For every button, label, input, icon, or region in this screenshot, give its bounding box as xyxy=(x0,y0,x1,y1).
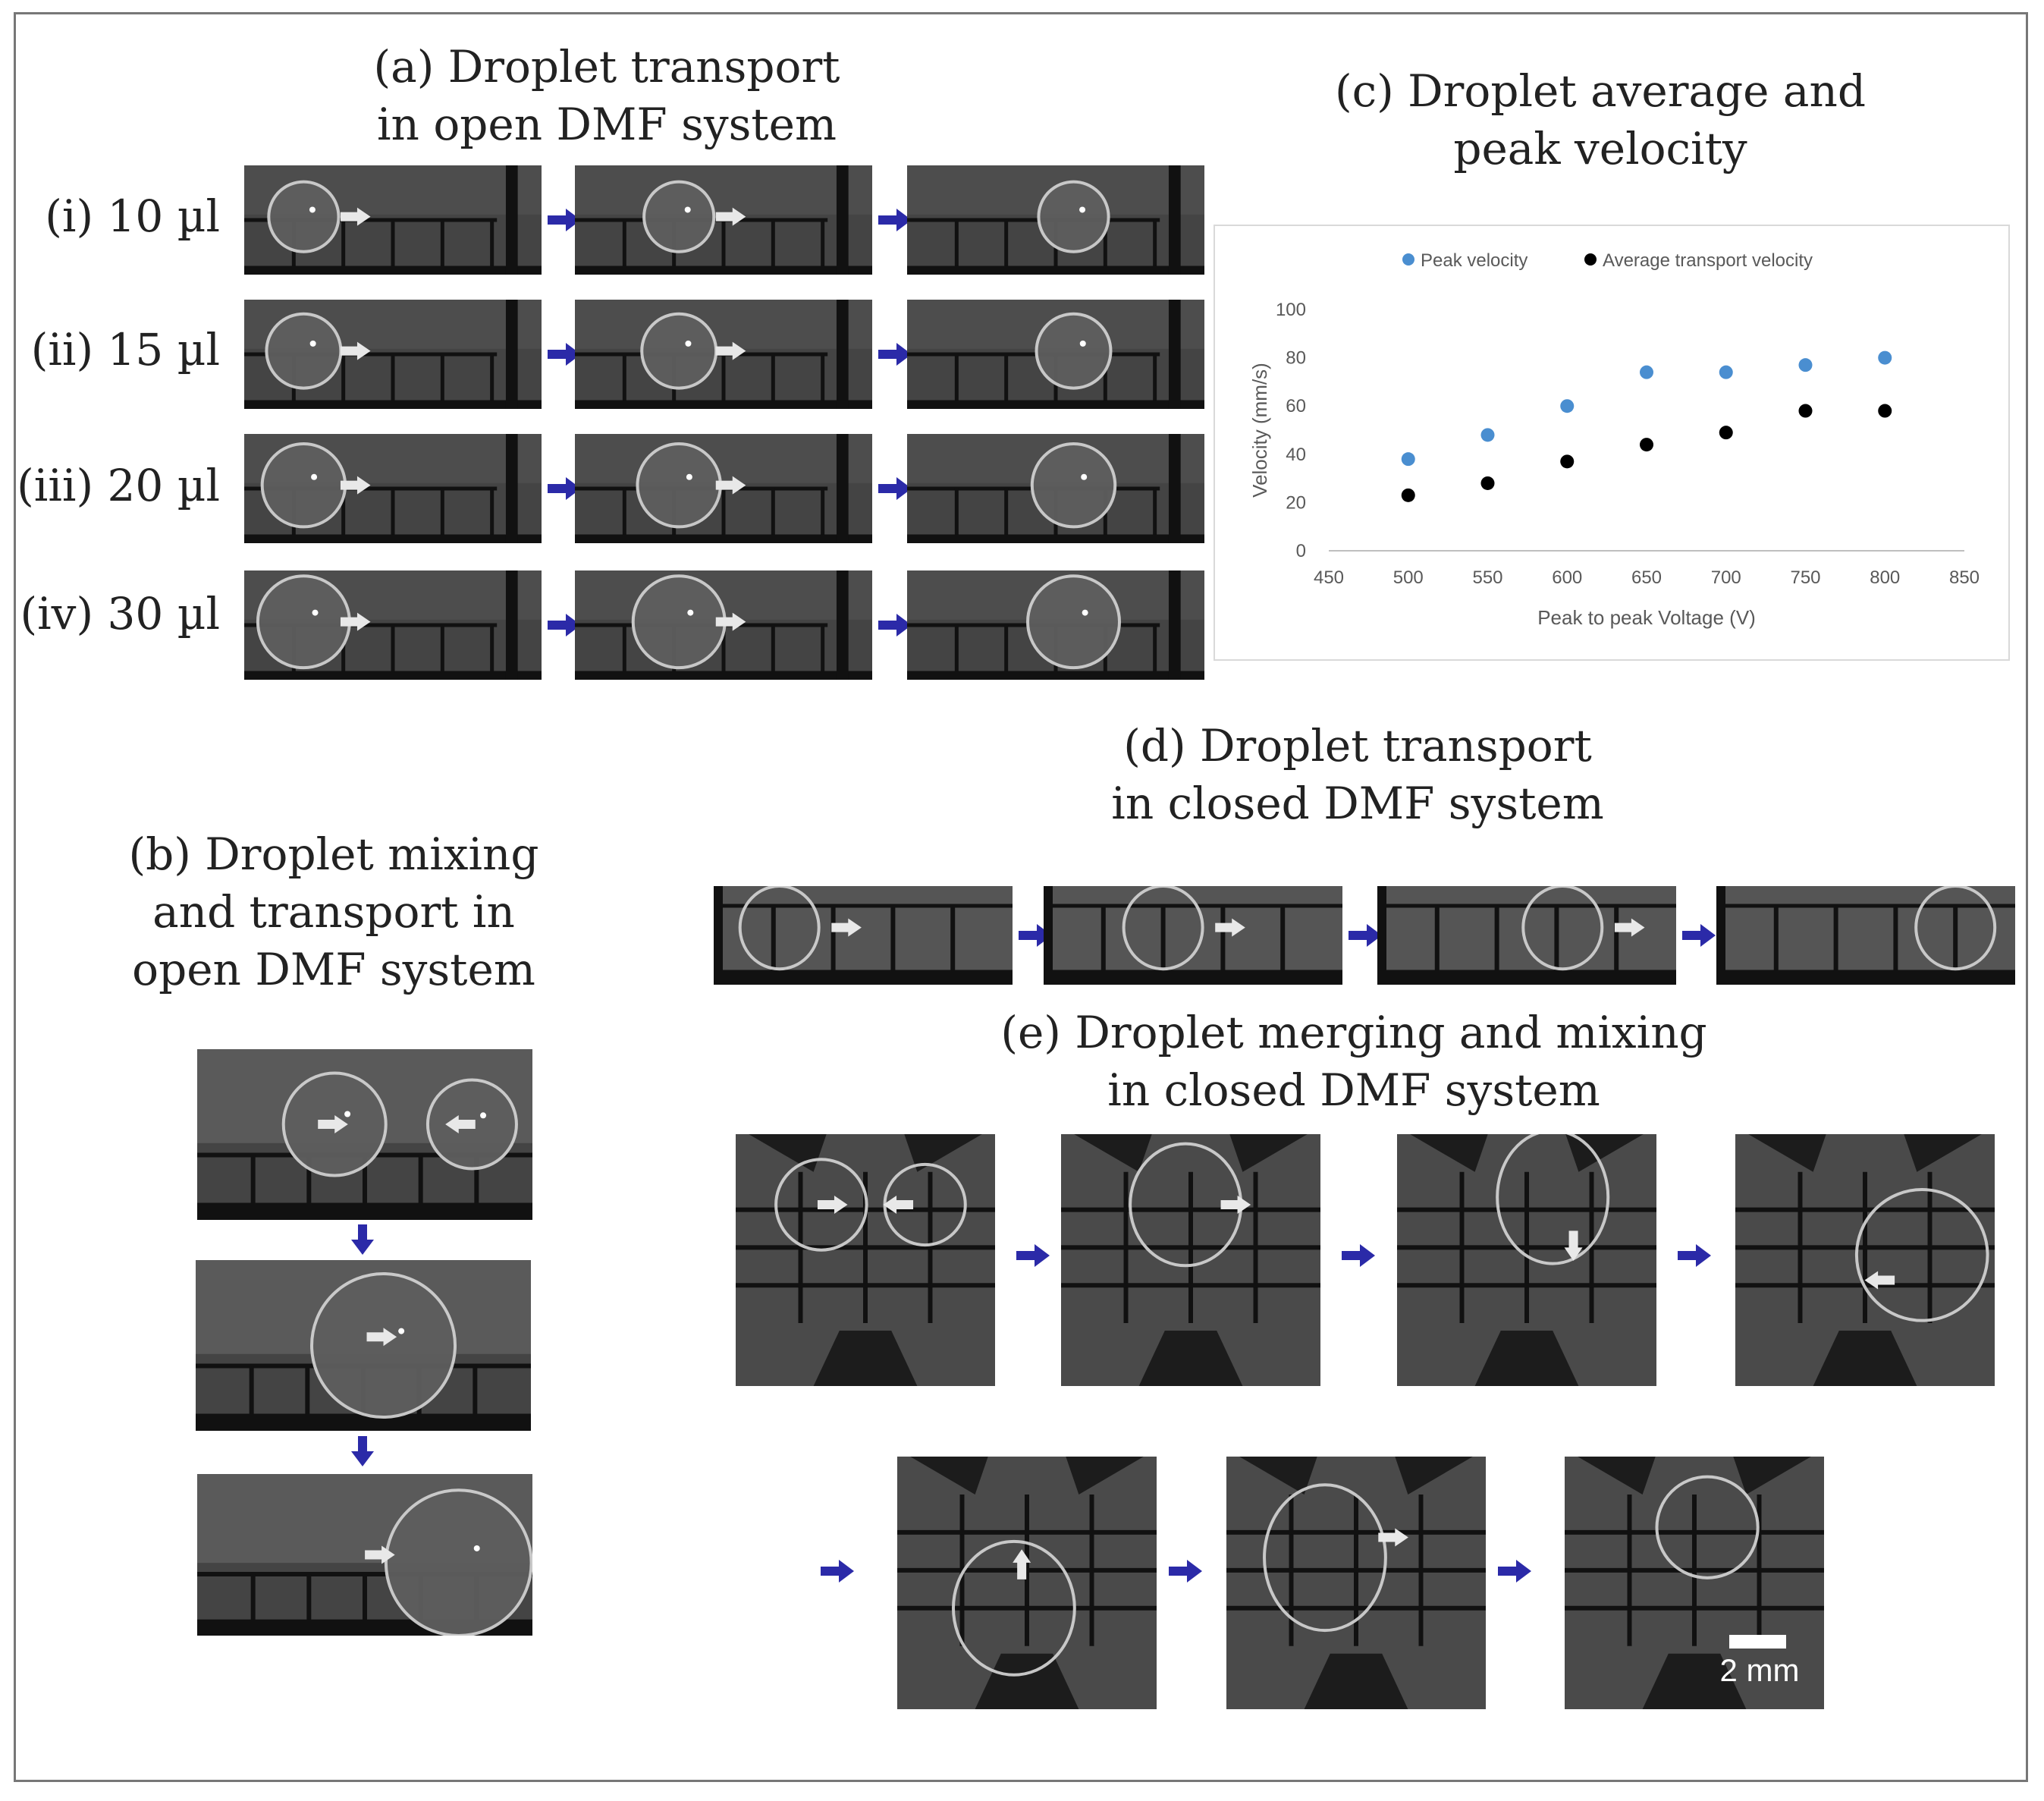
panel-b-frame3 xyxy=(197,1474,532,1636)
average-velocity-point xyxy=(1878,404,1892,418)
panel-a-row2-frame1 xyxy=(244,300,542,409)
average-velocity-point xyxy=(1719,426,1733,440)
panel-b-step-arrow2 xyxy=(351,1436,374,1466)
scale-bar xyxy=(1729,1635,1786,1649)
panel-e-row1-frame2 xyxy=(1061,1134,1320,1386)
average-velocity-point xyxy=(1798,404,1813,418)
x-tick-label: 850 xyxy=(1949,567,1980,588)
peak-velocity-point xyxy=(1798,358,1813,372)
panel-a-row2-step-arrow1 xyxy=(548,343,581,366)
panel-a-row1-step-arrow1 xyxy=(548,209,581,231)
y-axis-label: Velocity (mm/s) xyxy=(1248,363,1271,498)
panel-b-frame1 xyxy=(197,1049,532,1220)
row-label-30ul: (iv) 30 µl xyxy=(20,588,221,640)
x-tick-label: 500 xyxy=(1393,567,1424,588)
panel-b-frame2 xyxy=(196,1260,531,1431)
panel-a-row2-frame3 xyxy=(907,300,1204,409)
panel-a-row4-frame1 xyxy=(244,570,542,680)
panel-a-row4-step-arrow2 xyxy=(878,614,912,636)
x-axis-label: Peak to peak Voltage (V) xyxy=(1537,606,1756,629)
panel-d-title: (d) Droplet transport in closed DMF syst… xyxy=(1111,720,1604,829)
panel-d-step-arrow2 xyxy=(1349,924,1382,947)
panel-d-frame4 xyxy=(1716,886,2015,985)
y-tick-label: 60 xyxy=(1286,396,1306,416)
panel-e-row1-frame4 xyxy=(1735,1134,1995,1386)
legend-marker xyxy=(1584,253,1597,266)
y-tick-label: 40 xyxy=(1286,445,1306,465)
panel-a-row1-step-arrow2 xyxy=(878,209,912,231)
peak-velocity-point xyxy=(1719,365,1733,379)
x-tick-label: 600 xyxy=(1552,567,1582,588)
panel-a-row1-frame1 xyxy=(244,165,542,275)
peak-velocity-point xyxy=(1878,350,1892,365)
row-label-15ul: (ii) 15 µl xyxy=(30,324,220,376)
panel-a-row2-step-arrow2 xyxy=(878,343,912,366)
panel-a-title: (a) Droplet transport in open DMF system xyxy=(373,41,840,150)
panel-a-row2-frame2 xyxy=(575,300,872,409)
panel-e-row2-lead-arrow xyxy=(821,1560,854,1583)
panel-a-row3-frame3 xyxy=(907,434,1204,543)
panel-a-row1-frame2 xyxy=(575,165,872,275)
panel-e-row2-frame1 xyxy=(897,1457,1157,1709)
y-tick-label: 20 xyxy=(1286,492,1306,513)
panel-d-frame3 xyxy=(1377,886,1676,985)
panel-e-row1-step-arrow3 xyxy=(1678,1244,1711,1267)
panel-b-step-arrow1 xyxy=(351,1224,374,1255)
average-velocity-point xyxy=(1640,438,1653,452)
panel-a-row4-frame3 xyxy=(907,570,1204,680)
panel-e-row2-frame3 xyxy=(1565,1457,1824,1709)
y-tick-label: 0 xyxy=(1296,541,1306,561)
peak-velocity-point xyxy=(1640,365,1653,379)
y-tick-label: 100 xyxy=(1276,300,1306,320)
panel-e-row2-step-arrow1 xyxy=(1169,1560,1202,1583)
peak-velocity-point xyxy=(1480,428,1495,442)
x-tick-label: 800 xyxy=(1870,567,1900,588)
average-velocity-point xyxy=(1560,454,1575,469)
legend-label: Average transport velocity xyxy=(1603,250,1813,271)
panel-a-row3-frame2 xyxy=(575,434,872,543)
panel-e-row1-frame3 xyxy=(1397,1134,1656,1386)
figure-frame xyxy=(14,12,2028,1782)
scale-bar-label: 2 mm xyxy=(1719,1652,1800,1688)
y-tick-label: 80 xyxy=(1286,348,1306,369)
x-tick-label: 650 xyxy=(1631,567,1662,588)
x-tick-label: 750 xyxy=(1790,567,1820,588)
panel-d-step-arrow3 xyxy=(1682,924,1716,947)
row-label-20ul: (iii) 20 µl xyxy=(17,460,220,511)
panel-b-title: (b) Droplet mixing and transport in open… xyxy=(128,828,539,995)
row-label-10ul: (i) 10 µl xyxy=(45,190,220,242)
legend-marker xyxy=(1402,253,1414,266)
panel-a-row3-step-arrow2 xyxy=(878,477,912,500)
panel-a-row1-frame3 xyxy=(907,165,1204,275)
panel-d-frame2 xyxy=(1044,886,1342,985)
average-velocity-point xyxy=(1401,488,1415,502)
x-tick-label: 550 xyxy=(1472,567,1502,588)
legend-label: Peak velocity xyxy=(1421,250,1528,271)
average-velocity-point xyxy=(1480,476,1495,490)
panel-a-row4-step-arrow1 xyxy=(548,614,581,636)
panel-e-row1-frame1 xyxy=(736,1134,995,1386)
peak-velocity-point xyxy=(1560,399,1575,413)
panel-d-frame1 xyxy=(714,886,1013,985)
panel-e-row1-step-arrow1 xyxy=(1016,1244,1050,1267)
panel-e-row2-frame2 xyxy=(1226,1457,1486,1709)
panel-e-row2-step-arrow2 xyxy=(1498,1560,1531,1583)
peak-velocity-point xyxy=(1401,452,1415,467)
panel-a-row3-frame1 xyxy=(244,434,542,543)
x-tick-label: 700 xyxy=(1711,567,1741,588)
panel-e-title: (e) Droplet merging and mixing in closed… xyxy=(1000,1007,1707,1116)
panel-c-title: (c) Droplet average and peak velocity xyxy=(1335,65,1866,174)
panel-a-row3-step-arrow1 xyxy=(548,477,581,500)
x-tick-label: 450 xyxy=(1314,567,1344,588)
panel-a-row4-frame2 xyxy=(575,570,872,680)
panel-e-row1-step-arrow2 xyxy=(1342,1244,1375,1267)
